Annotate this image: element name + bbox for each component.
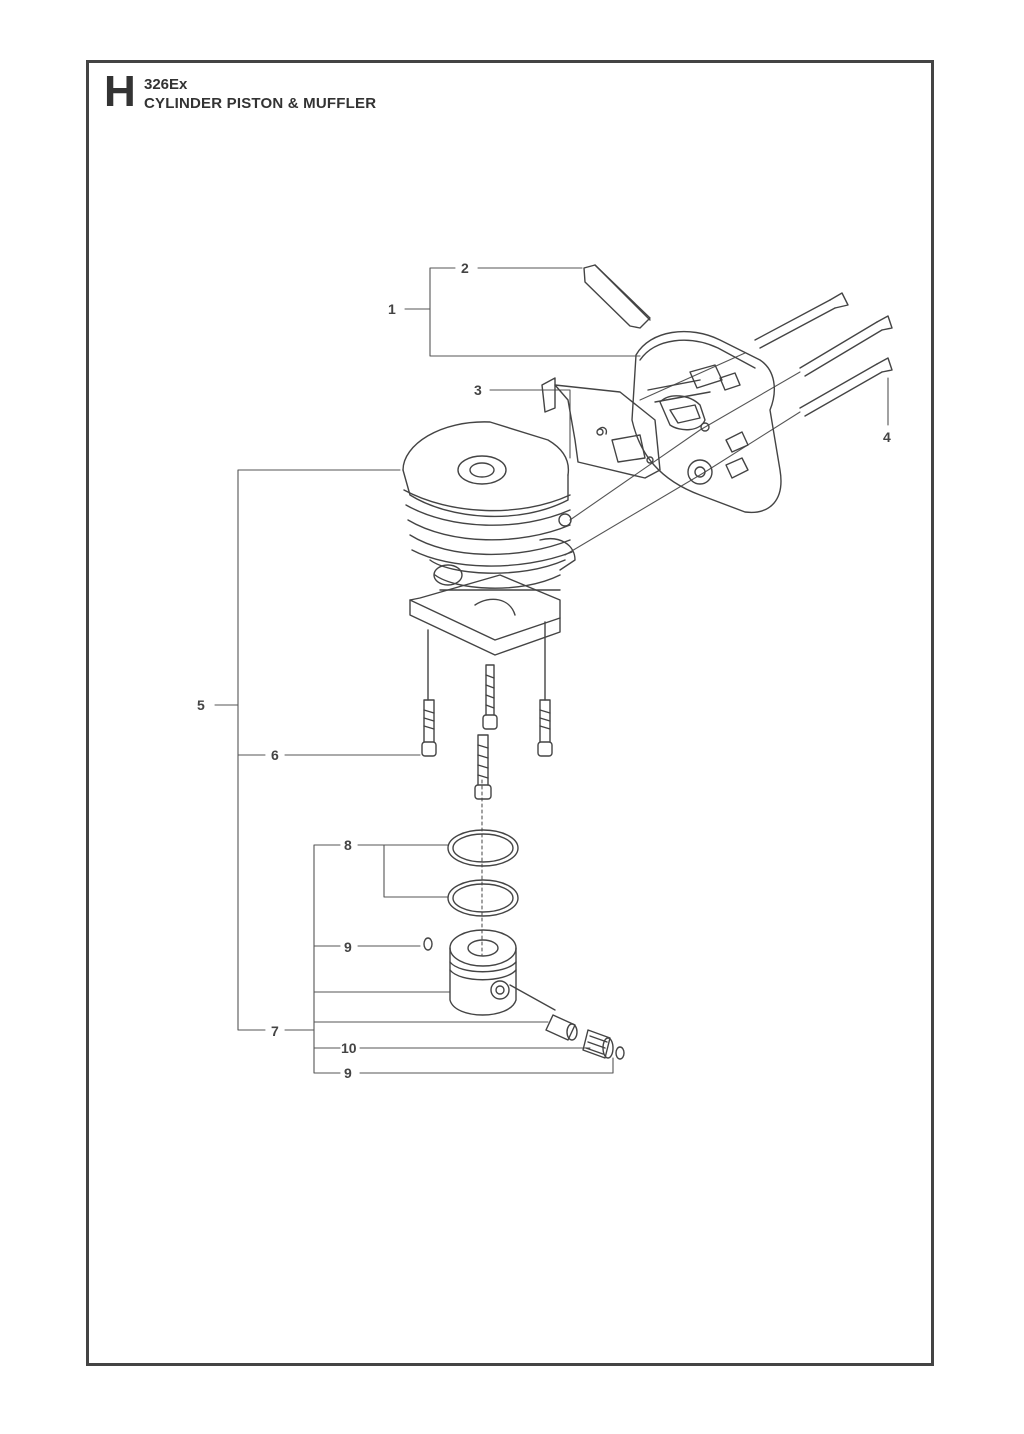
- callout-4: 4: [883, 429, 891, 445]
- muffler: [631, 330, 782, 514]
- piston: [449, 929, 517, 1016]
- diagram-title: CYLINDER PISTON & MUFFLER: [144, 95, 377, 112]
- heat-shield-plate: [583, 264, 651, 329]
- cylinder: [402, 421, 576, 656]
- callout-3: 3: [474, 382, 482, 398]
- callout-labels: 1 2 3 4 5 6 7 8 9 9 10: [197, 260, 891, 1081]
- cylinder-screw: [421, 621, 553, 800]
- callout-5: 5: [197, 697, 205, 713]
- section-letter: H: [104, 67, 136, 116]
- callout-10: 10: [341, 1040, 357, 1056]
- callout-2: 2: [461, 260, 469, 276]
- leader-lines: [214, 267, 889, 1074]
- muffler-gasket: [541, 377, 661, 479]
- callout-6: 6: [271, 747, 279, 763]
- circlip: [423, 937, 625, 1060]
- callout-9: 9: [344, 939, 352, 955]
- page-frame: [86, 60, 934, 1366]
- model-name: 326Ex: [144, 76, 188, 93]
- callout-7: 7: [271, 1023, 279, 1039]
- callout-8: 8: [344, 837, 352, 853]
- piston-ring: [447, 829, 519, 917]
- callout-1: 1: [388, 301, 396, 317]
- needle-bearing: [582, 1029, 614, 1059]
- callout-9-second: 9: [344, 1065, 352, 1081]
- muffler-bolt: [754, 292, 893, 417]
- piston-pin: [509, 984, 578, 1041]
